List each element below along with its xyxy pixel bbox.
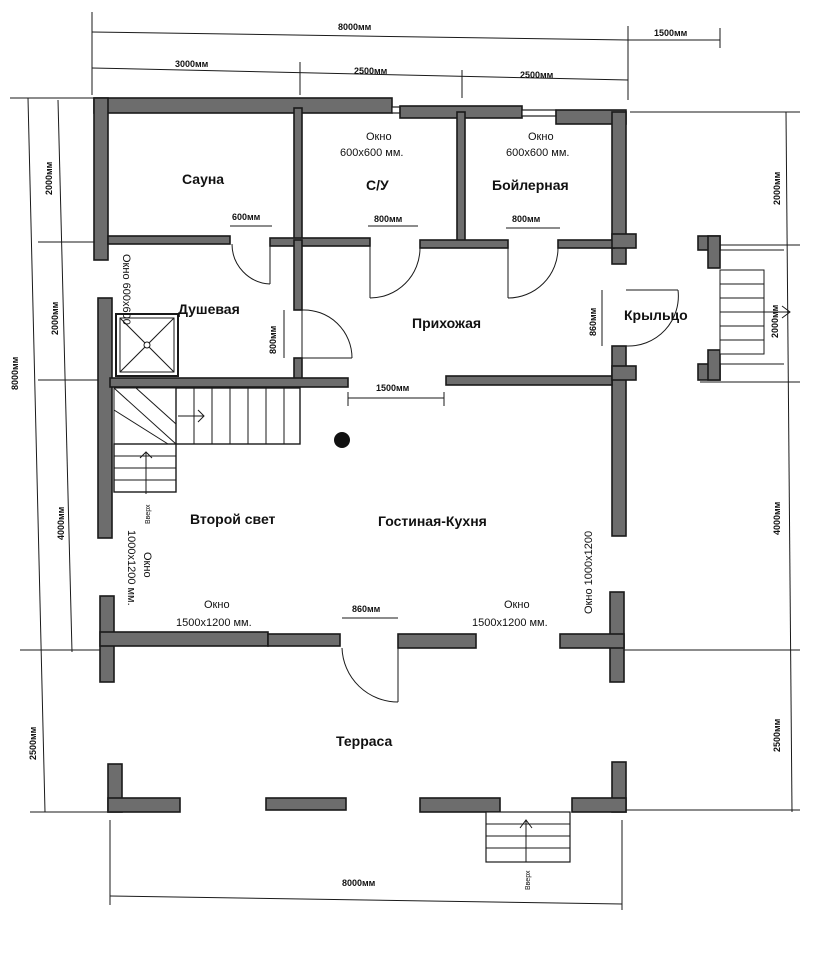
shower-tray xyxy=(115,313,179,377)
window-left-line2: 1000x1200 мм. xyxy=(125,530,137,606)
inner-walls xyxy=(107,107,637,388)
window-labels: Окно 600x600 мм. Окно 600x600 мм. Окно 6… xyxy=(120,131,595,629)
dim-door-terrace: 860мм xyxy=(352,604,381,614)
window-boiler-line1: Окно xyxy=(528,131,554,143)
dim-porch-width: 1500мм xyxy=(654,28,688,38)
window-shower-side: Окно 600x600 xyxy=(120,254,132,325)
window-wc-line2: 600x600 мм. xyxy=(340,147,403,159)
room-boiler: Бойлерная xyxy=(492,177,569,193)
dim-top-2500-a: 2500мм xyxy=(354,66,388,76)
doors: 600мм 800мм 800мм 800мм 860мм 860мм 1500… xyxy=(230,212,679,703)
dim-right-2000-b: 2000мм xyxy=(770,304,780,338)
dim-right-4000: 4000мм xyxy=(772,501,782,535)
terrace: Вверх xyxy=(107,761,627,890)
window-left-line1: Окно xyxy=(141,552,153,578)
room-porch: Крыльцо xyxy=(624,307,688,323)
dim-door-porch: 860мм xyxy=(588,307,598,336)
dim-left-2000-a: 2000мм xyxy=(44,161,54,195)
dim-right-2000-a: 2000мм xyxy=(772,171,782,205)
dim-left-4000: 4000мм xyxy=(56,506,66,540)
room-wc: С/У xyxy=(366,177,389,193)
window-front-right-line2: 1500x1200 мм. xyxy=(472,617,548,629)
dimension-top: 8000мм 1500мм 3000мм 2500мм 2500мм xyxy=(91,12,721,100)
room-sauna: Сауна xyxy=(182,171,224,187)
window-boiler-line2: 600x600 мм. xyxy=(506,147,569,159)
dim-total-width-top: 8000мм xyxy=(338,22,372,32)
porch xyxy=(697,235,791,381)
room-second-light: Второй свет xyxy=(190,511,276,527)
window-front-right-line1: Окно xyxy=(504,599,530,611)
dim-left-2000-b: 2000мм xyxy=(50,301,60,335)
dim-top-3000: 3000мм xyxy=(175,59,209,69)
dim-door-wc: 800мм xyxy=(374,214,403,224)
window-front-left-line1: Окно xyxy=(204,599,230,611)
room-shower: Душевая xyxy=(178,301,240,317)
dim-door-shower: 800мм xyxy=(268,325,278,354)
window-right-side: Окно 1000x1200 xyxy=(583,531,595,614)
dim-opening-hall: 1500мм xyxy=(376,383,410,393)
dimension-bottom: 8000мм xyxy=(109,820,623,910)
main-stairs: Вверх xyxy=(113,387,301,524)
stairs-up-label: Вверх xyxy=(145,504,152,524)
window-front-left-line2: 1500x1200 мм. xyxy=(176,617,252,629)
dim-door-sauna: 600мм xyxy=(232,212,261,222)
dim-top-2500-b: 2500мм xyxy=(520,70,554,80)
room-living-kitchen: Гостиная-Кухня xyxy=(378,513,487,529)
room-hall: Прихожая xyxy=(412,315,481,331)
window-wc-line1: Окно xyxy=(366,131,392,143)
center-marker-dot xyxy=(334,432,350,448)
dimension-left: 8000мм 2000мм 2000мм 4000мм 2500мм xyxy=(10,97,110,813)
dim-left-2500: 2500мм xyxy=(28,726,38,760)
dimension-right: 2000мм 2000мм 4000мм 2500мм xyxy=(620,111,800,813)
room-terrace: Терраса xyxy=(336,733,392,749)
dim-left-total: 8000мм xyxy=(10,356,20,390)
terrace-stairs-up-label: Вверх xyxy=(525,870,532,890)
dim-bottom-total: 8000мм xyxy=(342,878,376,888)
dim-right-2500: 2500мм xyxy=(772,718,782,752)
dim-door-boiler: 800мм xyxy=(512,214,541,224)
room-labels: Сауна С/У Бойлерная Душевая Прихожая Кры… xyxy=(178,171,688,749)
